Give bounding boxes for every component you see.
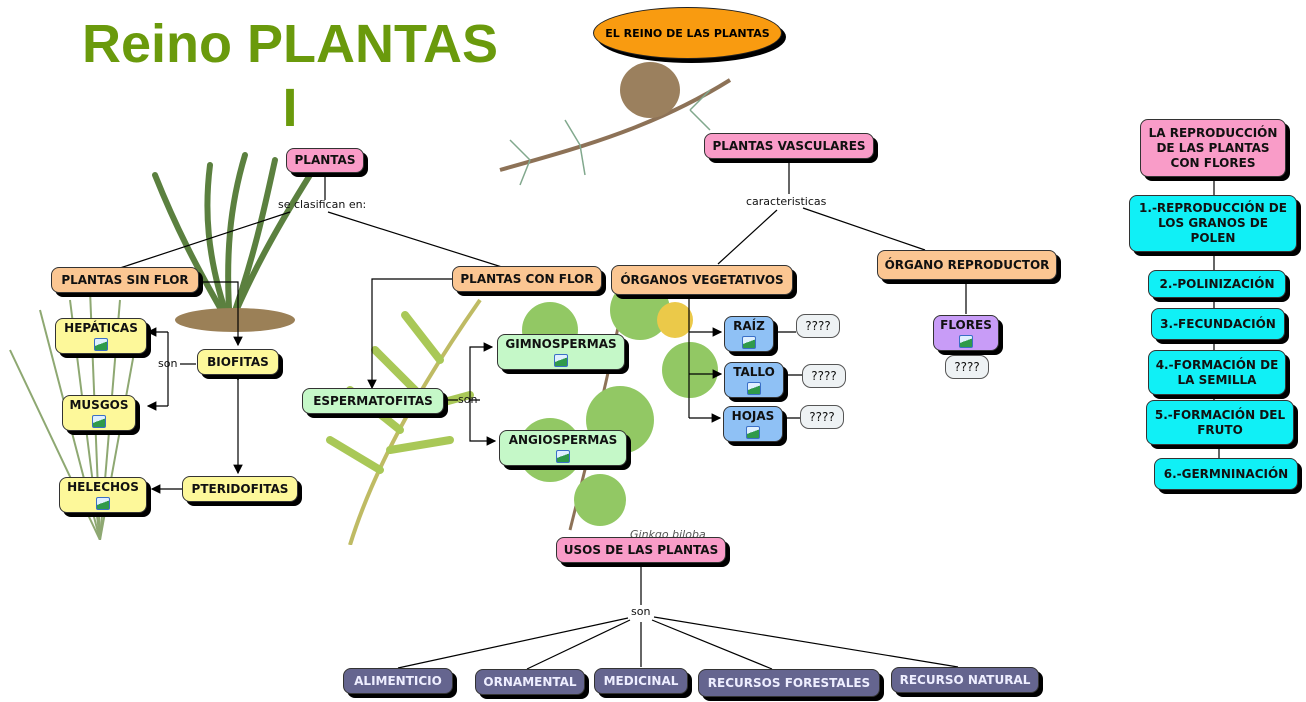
image-icon[interactable] [92,415,106,428]
node-uso-recursos-forestales[interactable]: RECURSOS FORESTALES [698,669,880,697]
node-uso-alimenticio[interactable]: ALIMENTICIO [343,668,453,694]
node-espermatofitas[interactable]: ESPERMATOFITAS [302,388,444,414]
node-hepaticas-label: HEPÁTICAS [64,321,138,335]
title-line-1: Reino PLANTAS [82,14,498,74]
node-plantas-con-flor[interactable]: PLANTAS CON FLOR [452,266,602,292]
node-musgos-label: MUSGOS [69,398,129,412]
node-organo-reproductor[interactable]: ÓRGANO REPRODUCTOR [877,250,1057,280]
node-hojas-label: HOJAS [731,409,775,423]
image-icon[interactable] [747,382,761,395]
node-paso-1[interactable]: 1.-REPRODUCCIÓN DE LOS GRANOS DE POLEN [1129,195,1297,252]
link-se-clasifican: se clasifican en: [278,198,367,211]
node-usos-plantas[interactable]: USOS DE LAS PLANTAS [556,537,726,563]
node-helechos-label: HELECHOS [67,480,139,494]
node-gimnospermas[interactable]: GIMNOSPERMAS [497,334,625,370]
image-icon[interactable] [742,336,756,349]
node-plantas[interactable]: PLANTAS [286,148,364,173]
link-son-espermatofitas: son [458,393,478,406]
node-plantas-vasculares[interactable]: PLANTAS VASCULARES [704,133,874,159]
node-paso-6[interactable]: 6.-GERMNINACIÓN [1154,458,1298,490]
node-musgos[interactable]: MUSGOS [62,395,136,431]
node-uso-ornamental[interactable]: ORNAMENTAL [475,669,585,695]
node-gimnospermas-label: GIMNOSPERMAS [505,337,617,351]
node-raiz-placeholder[interactable]: ???? [796,314,840,338]
node-organos-vegetativos[interactable]: ÓRGANOS VEGETATIVOS [611,265,793,295]
node-flores[interactable]: FLORES [933,315,999,351]
node-tallo-label: TALLO [733,365,775,379]
link-son-usos: son [631,605,651,618]
node-paso-2[interactable]: 2.-POLINIZACIÓN [1148,270,1286,298]
page-title: Reino PLANTAS I [60,12,520,140]
node-hojas-placeholder[interactable]: ???? [800,405,844,429]
node-pteridofitas[interactable]: PTERIDOFITAS [182,476,298,502]
header-ellipse[interactable]: EL REINO DE LAS PLANTAS [593,7,782,59]
node-paso-4[interactable]: 4.-FORMACIÓN DE LA SEMILLA [1148,350,1286,395]
title-line-2: I [282,78,298,138]
node-flores-placeholder[interactable]: ???? [945,355,989,379]
node-tallo-placeholder[interactable]: ???? [802,364,846,388]
node-reproduccion[interactable]: LA REPRODUCCIÓN DE LAS PLANTAS CON FLORE… [1140,119,1286,177]
node-hojas[interactable]: HOJAS [723,406,783,442]
node-flores-label: FLORES [940,318,992,332]
node-uso-medicinal[interactable]: MEDICINAL [594,668,688,694]
node-tallo[interactable]: TALLO [724,362,784,398]
image-icon[interactable] [746,426,760,439]
node-angiospermas-label: ANGIOSPERMAS [508,433,618,447]
node-hepaticas[interactable]: HEPÁTICAS [55,318,147,354]
image-icon[interactable] [556,450,570,463]
image-icon[interactable] [959,335,973,348]
node-raiz[interactable]: RAÍZ [724,316,774,352]
node-uso-recurso-natural[interactable]: RECURSO NATURAL [891,667,1039,693]
pine-branch-illustration [490,50,740,190]
node-helechos[interactable]: HELECHOS [59,477,147,513]
node-plantas-sin-flor[interactable]: PLANTAS SIN FLOR [51,267,199,293]
image-icon[interactable] [554,354,568,367]
node-paso-5[interactable]: 5.-FORMACIÓN DEL FRUTO [1146,400,1294,445]
link-caracteristicas: caracteristicas [746,195,827,208]
node-angiospermas[interactable]: ANGIOSPERMAS [499,430,627,466]
image-icon[interactable] [96,497,110,510]
node-raiz-label: RAÍZ [733,319,765,333]
image-icon[interactable] [94,338,108,351]
link-son-biofitas: son [158,357,178,370]
node-biofitas[interactable]: BIOFITAS [197,349,279,375]
node-paso-3[interactable]: 3.-FECUNDACIÓN [1151,308,1285,340]
